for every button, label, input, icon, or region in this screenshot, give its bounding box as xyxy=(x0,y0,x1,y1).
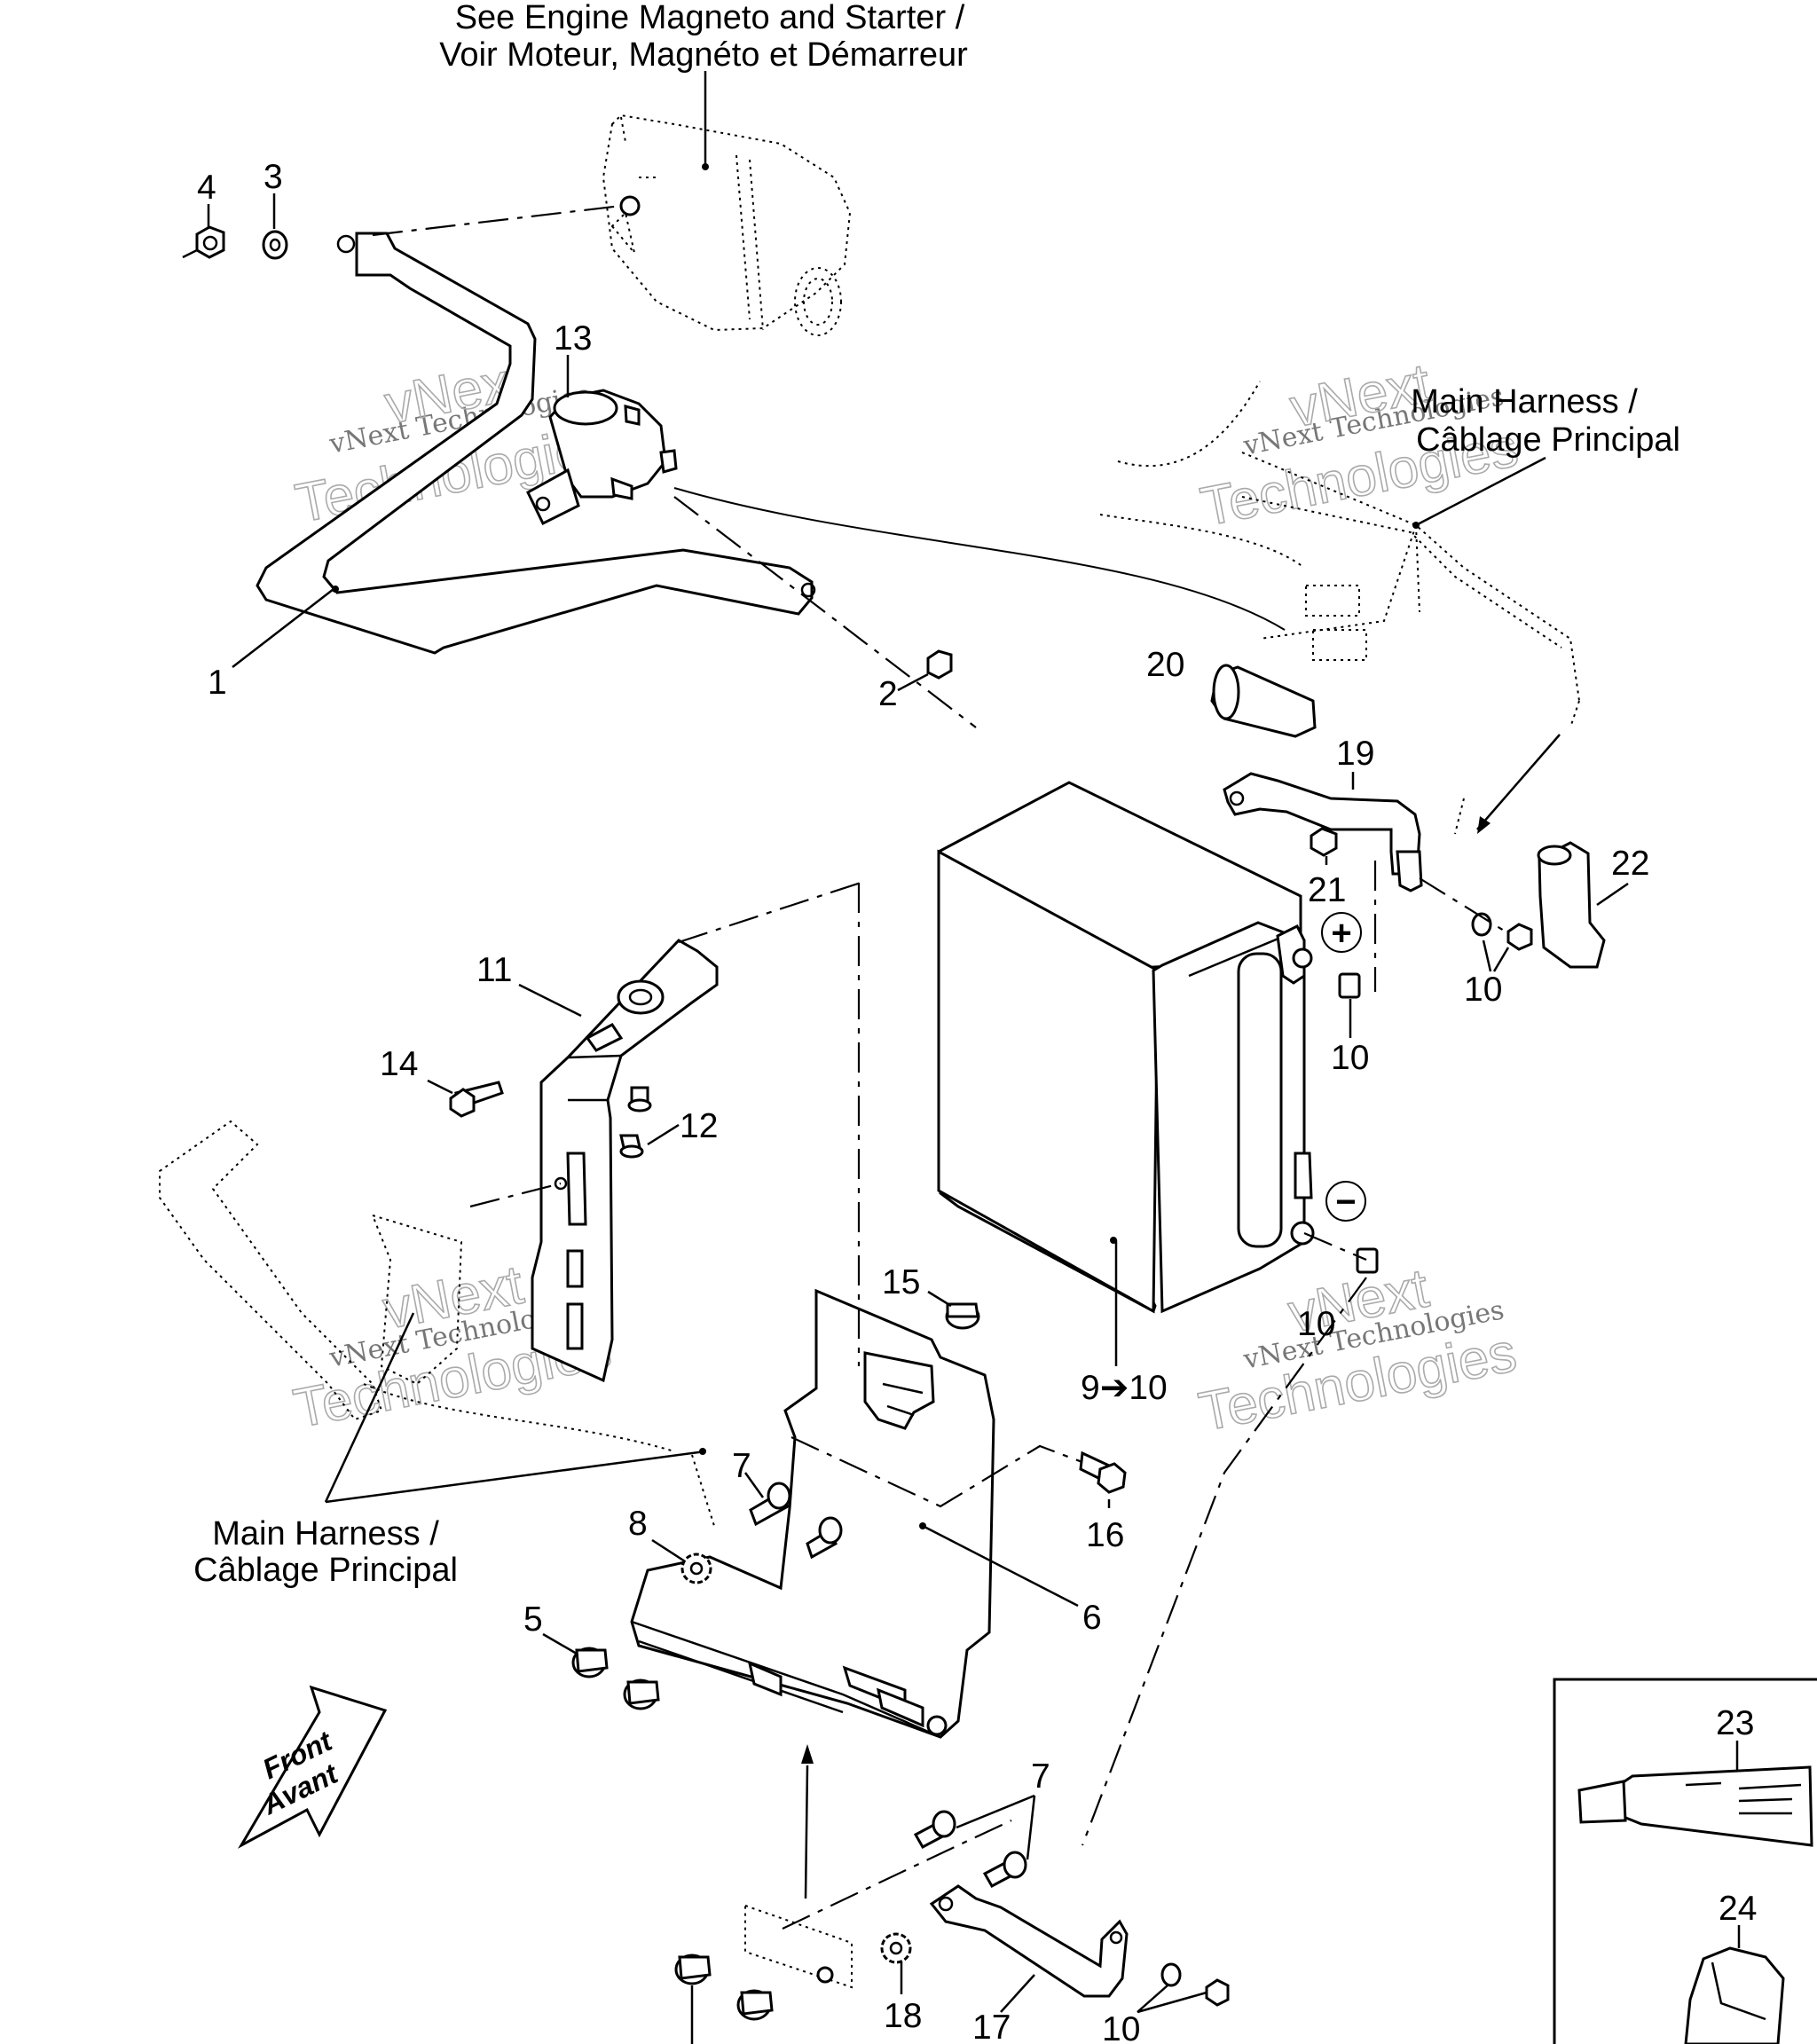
lower-plate-ghost xyxy=(744,1820,1012,1989)
positive-terminal-symbol: + xyxy=(1321,912,1362,953)
front-direction-arrow: Front Avant xyxy=(237,1685,388,1849)
label-19: 19 xyxy=(1336,735,1374,773)
battery-9 xyxy=(937,781,1315,1366)
label-21: 21 xyxy=(1308,871,1346,909)
svg-text:−: − xyxy=(1335,1183,1356,1222)
terminal-cover-20 xyxy=(1210,664,1317,738)
label-3: 3 xyxy=(264,158,283,196)
battery-tray-6 xyxy=(630,883,1367,1899)
negative-cable-17 xyxy=(929,1884,1129,2013)
label-10-lower: 10 xyxy=(1102,2010,1140,2044)
starter-solenoid-13 xyxy=(526,389,977,728)
svg-text:Câblage Principal: Câblage Principal xyxy=(1416,421,1680,459)
bolt-16 xyxy=(1079,1450,1127,1508)
label-11: 11 xyxy=(476,951,513,989)
solenoid-bracket-11 xyxy=(469,881,861,1383)
label-2: 2 xyxy=(878,675,898,713)
nut-lower-a xyxy=(674,1954,712,2044)
star-washer-8 xyxy=(651,1538,712,1584)
label-14: 14 xyxy=(380,1045,418,1083)
label-4: 4 xyxy=(197,169,216,207)
svg-text:Main Harness /: Main Harness / xyxy=(1411,383,1638,421)
label-9-to-10: 9➔10 xyxy=(1081,1369,1168,1407)
positive-cable-19 xyxy=(1223,772,1423,892)
svg-text:See Engine Magneto and Starter: See Engine Magneto and Starter / xyxy=(455,0,965,36)
screw-12-upper xyxy=(627,1086,652,1112)
label-10-positive: 10 xyxy=(1331,1039,1369,1077)
label-8: 8 xyxy=(628,1505,648,1543)
consumables-box xyxy=(1553,1678,1817,2044)
label-20: 20 xyxy=(1146,646,1184,684)
label-13: 13 xyxy=(554,319,592,358)
svg-text:Voir Moteur, Magnéto et Démarr: Voir Moteur, Magnéto et Démarreur xyxy=(439,36,968,74)
nut-15 xyxy=(927,1290,980,1330)
screw-7-lower-b xyxy=(956,1794,1036,1889)
label-7-lower: 7 xyxy=(1031,1757,1050,1796)
washer-bolt-lower-10 xyxy=(1137,1962,1230,2014)
nut-21 xyxy=(1310,827,1338,865)
svg-text:Main Harness /: Main Harness / xyxy=(212,1515,439,1553)
main-harness-caption-left: Main Harness / Câblage Principal xyxy=(193,1312,706,1589)
nut-5-a xyxy=(542,1632,609,1678)
label-18: 18 xyxy=(884,1997,922,2035)
terminal-nut-positive-10 xyxy=(1338,972,1361,1038)
frame-bracket-ghost xyxy=(159,1120,715,1527)
terminal-bolt-washer-10 xyxy=(1419,877,1533,972)
label-17: 17 xyxy=(972,2009,1011,2044)
screw-7-lower-a xyxy=(913,1810,956,1850)
label-16: 16 xyxy=(1086,1516,1124,1554)
bolt-14 xyxy=(427,1079,504,1118)
screw-7-upper-b xyxy=(806,1516,843,1560)
nut-4 xyxy=(182,225,225,259)
label-10-negative: 10 xyxy=(1297,1305,1335,1343)
engine-reference-caption: See Engine Magneto and Starter / Voir Mo… xyxy=(439,0,968,167)
label-5: 5 xyxy=(523,1600,543,1639)
label-10-top-right: 10 xyxy=(1464,971,1502,1009)
negative-terminal-symbol: − xyxy=(1325,1181,1366,1222)
part-labels: 1 2 3 4 5 6 7 7 8 9➔10 10 10 10 10 11 12… xyxy=(197,158,1757,2044)
negative-dashed-guide xyxy=(1303,1231,1367,1262)
main-harness-caption-top: Main Harness / Câblage Principal xyxy=(1411,383,1680,527)
lubricant-tube-23 xyxy=(1577,1741,1813,1847)
starter-motor xyxy=(602,114,852,336)
grease-cap-24 xyxy=(1684,1925,1785,2044)
main-harness-ghost-top xyxy=(673,381,1580,835)
terminal-cover-22 xyxy=(1537,841,1629,969)
nut-lower-b xyxy=(736,1989,774,2021)
label-7-upper: 7 xyxy=(732,1447,751,1485)
label-15: 15 xyxy=(882,1263,920,1301)
label-6: 6 xyxy=(1082,1599,1102,1637)
watermark-top-right: vNext Technologies vNext Technologies xyxy=(1195,352,1523,539)
label-22: 22 xyxy=(1611,845,1649,883)
label-23: 23 xyxy=(1716,1704,1754,1742)
starter-cable-1 xyxy=(256,204,816,655)
screw-7-upper-a xyxy=(743,1472,791,1527)
nut-2 xyxy=(897,649,953,692)
label-12: 12 xyxy=(680,1107,718,1145)
terminal-nut-negative-10 xyxy=(1356,1247,1379,1274)
nut-5-b xyxy=(623,1678,660,1710)
washer-3 xyxy=(262,230,288,260)
label-1: 1 xyxy=(208,664,227,702)
label-24: 24 xyxy=(1719,1890,1757,1928)
star-washer-18 xyxy=(880,1932,912,1994)
screw-12-lower xyxy=(619,1123,680,1159)
svg-text:+: + xyxy=(1331,914,1351,953)
svg-text:Câblage Principal: Câblage Principal xyxy=(193,1552,458,1589)
